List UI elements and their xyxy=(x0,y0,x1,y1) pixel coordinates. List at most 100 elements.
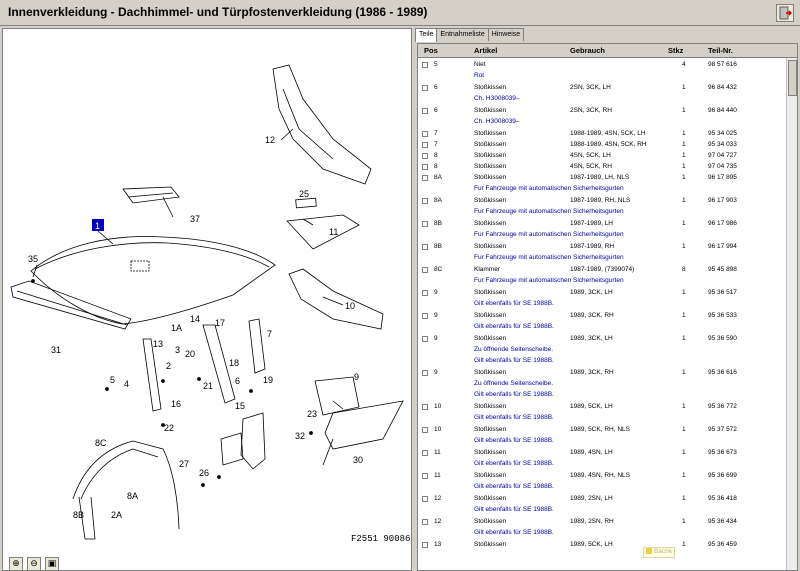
header-gebrauch[interactable]: Gebrauch xyxy=(570,46,606,55)
cell-gebrauch: 1988-1989, 4SN, 5CK, RH xyxy=(570,141,647,148)
row-checkbox[interactable] xyxy=(422,404,428,410)
cell-stkz: 1 xyxy=(682,369,686,376)
row-checkbox[interactable] xyxy=(422,519,428,525)
row-checkbox[interactable] xyxy=(422,473,428,479)
cell-stkz: 1 xyxy=(682,130,686,137)
svg-text:8C: 8C xyxy=(95,438,107,448)
b-pillar-trim xyxy=(142,338,162,412)
vertical-scrollbar[interactable] xyxy=(786,58,797,570)
row-checkbox[interactable] xyxy=(422,62,428,68)
row-checkbox[interactable] xyxy=(422,142,428,148)
cell-gebrauch: 1987-1989, LH, NLS xyxy=(570,174,630,181)
svg-text:21: 21 xyxy=(203,381,213,391)
cell-teilnr: 95 36 590 xyxy=(708,335,737,342)
cell-stkz: 1 xyxy=(682,84,686,91)
header-stkz[interactable]: Stkz xyxy=(668,46,684,55)
cell-artikel: Stoßkissen xyxy=(474,495,507,502)
row-checkbox[interactable] xyxy=(422,108,428,114)
row-note: Rot xyxy=(474,72,485,79)
svg-text:20: 20 xyxy=(185,349,195,359)
row-checkbox[interactable] xyxy=(422,313,428,319)
row-checkbox[interactable] xyxy=(422,221,428,227)
row-checkbox[interactable] xyxy=(422,496,428,502)
print-button[interactable]: ▣ xyxy=(45,557,59,570)
row-checkbox[interactable] xyxy=(422,153,428,159)
zoom-in-button[interactable]: ⊕ xyxy=(9,557,23,570)
cell-artikel: Stoßkissen xyxy=(474,449,507,456)
cell-gebrauch: 1989, 3CK, RH xyxy=(570,369,614,376)
header-pos[interactable]: Pos xyxy=(424,46,438,55)
cell-artikel: Stoßkissen xyxy=(474,472,507,479)
cell-pos: 10 xyxy=(434,426,442,433)
header-teilnr[interactable]: Teil-Nr. xyxy=(708,46,733,55)
cell-gebrauch: 1989, 5CK, RH, NLS xyxy=(570,426,630,433)
exit-button[interactable] xyxy=(776,4,794,22)
row-checkbox[interactable] xyxy=(422,85,428,91)
cell-gebrauch: 1987-1989, RH, NLS xyxy=(570,197,631,204)
trim-15 xyxy=(240,412,266,470)
zoom-out-button[interactable]: ⊖ xyxy=(27,557,41,570)
cell-stkz: 1 xyxy=(682,403,686,410)
row-note: Gilt ebenfalls für SE 1988B. xyxy=(474,414,554,421)
row-checkbox[interactable] xyxy=(422,131,428,137)
cell-pos: 9 xyxy=(434,369,438,376)
cell-teilnr: 95 36 459 xyxy=(708,541,737,548)
tab-hinweise[interactable]: Hinweise xyxy=(487,28,525,41)
cell-gebrauch: 1987-1989, RH xyxy=(570,243,615,250)
tab-teile[interactable]: Teile xyxy=(415,28,438,42)
svg-text:2: 2 xyxy=(166,361,171,371)
cell-gebrauch: 2SN, 3CK, LH xyxy=(570,84,611,91)
row-checkbox[interactable] xyxy=(422,267,428,273)
cell-teilnr: 95 36 418 xyxy=(708,495,737,502)
row-checkbox[interactable] xyxy=(422,290,428,296)
tab-entnahmeliste[interactable]: Entnahmeliste xyxy=(436,28,489,41)
tab-bar: Teile Entnahmeliste Hinweise xyxy=(415,28,525,42)
cell-gebrauch: 1988-1989, 4SN, 5CK, LH xyxy=(570,130,646,137)
row-checkbox[interactable] xyxy=(422,244,428,250)
cell-pos: 9 xyxy=(434,335,438,342)
cell-stkz: 1 xyxy=(682,220,686,227)
row-checkbox[interactable] xyxy=(422,336,428,342)
row-checkbox[interactable] xyxy=(422,450,428,456)
row-checkbox[interactable] xyxy=(422,542,428,548)
row-note: Fur Fahrzeuge mit automatischen Sicherhe… xyxy=(474,254,624,261)
header-artikel[interactable]: Artikel xyxy=(474,46,498,55)
exit-icon xyxy=(779,6,792,20)
row-checkbox[interactable] xyxy=(422,164,428,170)
row-checkbox[interactable] xyxy=(422,427,428,433)
row-checkbox[interactable] xyxy=(422,198,428,204)
cell-artikel: Stoßkissen xyxy=(474,197,507,204)
scroll-thumb[interactable] xyxy=(788,60,797,96)
exploded-parts-diagram: 35 37 12 25 11 10 31 1A 14 17 7 13 3 20 … xyxy=(10,64,404,540)
row-checkbox[interactable] xyxy=(422,175,428,181)
row-checkbox[interactable] xyxy=(422,370,428,376)
row-note: Zu öffnende Seitenscheibe. xyxy=(474,346,554,353)
cell-stkz: 1 xyxy=(682,243,686,250)
cell-artikel: Stoßkissen xyxy=(474,220,507,227)
svg-text:22: 22 xyxy=(164,423,174,433)
